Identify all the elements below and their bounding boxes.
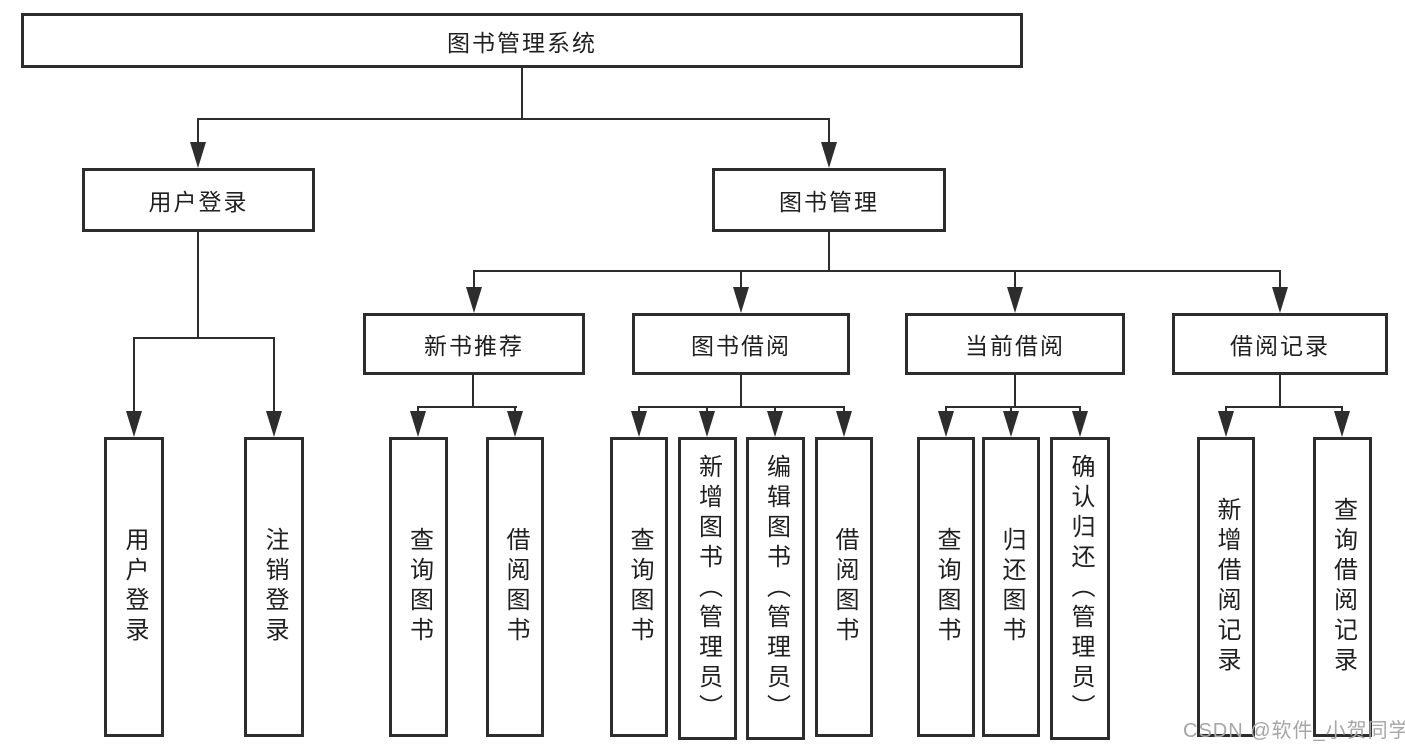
edge-drop-br-add xyxy=(1225,406,1227,414)
node-leaf-logout: 注销登录 xyxy=(244,437,304,737)
node-leaf-nb-borrow-books: 借阅图书 xyxy=(486,437,544,737)
node-leaf-cb-confirm-return-admin: 确认归还（管理员） xyxy=(1050,437,1110,740)
node-leaf-cb-return-books: 归还图书 xyxy=(982,437,1040,737)
node-label: 确认归还（管理员） xyxy=(1067,453,1094,724)
arrowhead-new-book xyxy=(466,287,482,313)
node-user-login: 用户登录 xyxy=(82,168,315,232)
node-system-root: 图书管理系统 xyxy=(21,13,1023,68)
edge-user-login-stem xyxy=(197,232,199,339)
node-label: 借阅图书 xyxy=(502,527,529,647)
arrowhead-nb-borrow xyxy=(507,411,523,437)
edge-new-book-branch xyxy=(417,406,517,408)
edge-drop-br-query xyxy=(1341,406,1343,414)
arrowhead-br-add xyxy=(1218,411,1234,437)
node-book-management: 图书管理 xyxy=(712,168,946,232)
edge-root-stem xyxy=(521,68,523,120)
node-leaf-bb-edit-books-admin: 编辑图书（管理员） xyxy=(746,437,805,740)
node-label: 查询图书 xyxy=(626,527,653,647)
node-leaf-bb-query-books: 查询图书 xyxy=(610,437,668,737)
node-new-book-recommend: 新书推荐 xyxy=(363,313,585,375)
node-leaf-bb-borrow-books: 借阅图书 xyxy=(815,437,873,737)
edge-user-login-branch xyxy=(133,337,275,339)
csdn-watermark: CSDN @软件_小贺同学 xyxy=(1183,720,1405,742)
edge-new-book-stem xyxy=(472,375,474,408)
arrowhead-bb-query xyxy=(631,411,647,437)
node-current-borrowing: 当前借阅 xyxy=(905,313,1125,375)
edge-drop-bb-add xyxy=(706,406,708,414)
arrowhead-book-borrow xyxy=(733,287,749,313)
node-borrowing-records: 借阅记录 xyxy=(1172,313,1388,375)
arrowhead-login-leaf xyxy=(126,411,142,437)
node-label: 借阅图书 xyxy=(831,527,858,647)
arrowhead-borrow-record xyxy=(1272,287,1288,313)
node-label: 新增借阅记录 xyxy=(1213,497,1240,677)
arrowhead-cb-return xyxy=(1003,411,1019,437)
node-label: 归还图书 xyxy=(998,527,1025,647)
arrowhead-logout-leaf xyxy=(266,411,282,437)
node-leaf-br-query-record: 查询借阅记录 xyxy=(1313,437,1372,737)
arrowhead-cb-confirm xyxy=(1072,411,1088,437)
edge-cb-stem xyxy=(1014,375,1016,408)
node-leaf-bb-add-books-admin: 新增图书（管理员） xyxy=(678,437,737,740)
edge-drop-login-leaf xyxy=(133,337,135,413)
node-label: 新增图书（管理员） xyxy=(694,453,722,724)
edge-drop-bb-edit xyxy=(774,406,776,414)
edge-cb-branch xyxy=(945,406,1080,408)
node-leaf-user-login: 用户登录 xyxy=(104,437,164,737)
arrowhead-bb-edit xyxy=(767,411,783,437)
node-label: 用户登录 xyxy=(121,527,148,647)
edge-drop-bb-borrow xyxy=(843,406,845,414)
edge-drop-cb-query xyxy=(945,406,947,414)
arrowhead-bb-add xyxy=(699,411,715,437)
edge-drop-book-borrow xyxy=(740,270,742,290)
arrowhead-br-query xyxy=(1334,411,1350,437)
node-label: 查询图书 xyxy=(933,527,960,647)
edge-drop-user-login xyxy=(197,118,199,144)
edge-book-mgmt-stem xyxy=(828,232,830,272)
edge-drop-current-borrow xyxy=(1014,270,1016,290)
edge-drop-cb-return xyxy=(1010,406,1012,414)
arrowhead-cb-query xyxy=(938,411,954,437)
node-label: 查询图书 xyxy=(405,527,433,647)
edge-br-branch xyxy=(1225,406,1343,408)
edge-book-mgmt-branch xyxy=(473,270,1281,272)
arrowhead-bb-borrow xyxy=(836,411,852,437)
arrowhead-user-login xyxy=(190,142,206,168)
node-book-borrowing: 图书借阅 xyxy=(632,313,850,375)
edge-drop-cb-confirm xyxy=(1079,406,1081,414)
edge-drop-bb-query xyxy=(638,406,640,414)
edge-root-branch xyxy=(197,118,830,120)
arrowhead-current-borrow xyxy=(1007,287,1023,313)
arrowhead-nb-query xyxy=(410,411,426,437)
edge-bb-branch xyxy=(638,406,845,408)
node-label: 编辑图书（管理员） xyxy=(762,453,790,724)
edge-drop-logout-leaf xyxy=(273,337,275,413)
edge-drop-new-book xyxy=(473,270,475,290)
node-label: 查询借阅记录 xyxy=(1329,497,1357,677)
edge-br-stem xyxy=(1279,375,1281,408)
node-label: 注销登录 xyxy=(261,527,288,647)
arrowhead-book-mgmt xyxy=(821,142,837,168)
edge-drop-nb-borrow xyxy=(514,406,516,414)
edge-drop-book-mgmt xyxy=(828,118,830,144)
node-leaf-br-add-record: 新增借阅记录 xyxy=(1197,437,1255,737)
edge-drop-nb-query xyxy=(417,406,419,414)
node-leaf-cb-query-books: 查询图书 xyxy=(917,437,975,737)
edge-drop-borrow-record xyxy=(1279,270,1281,290)
edge-bb-stem xyxy=(740,375,742,408)
node-leaf-nb-query-books: 查询图书 xyxy=(389,437,448,737)
